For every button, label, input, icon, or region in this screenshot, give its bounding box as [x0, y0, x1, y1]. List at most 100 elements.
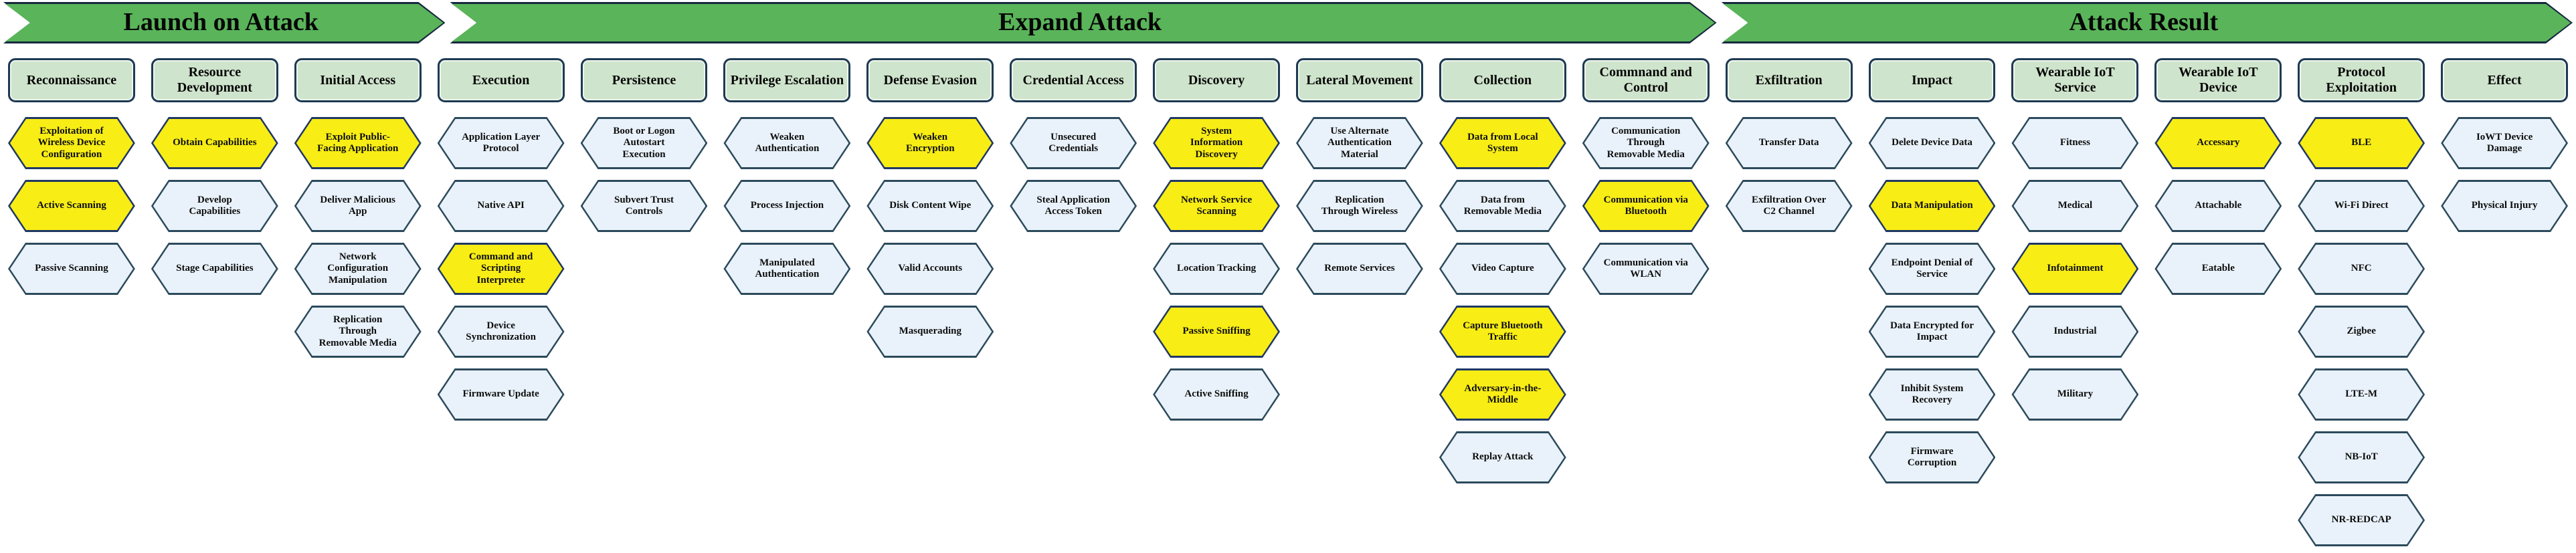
technique-list: Obtain Capabilities Develop Capabilities… — [151, 112, 278, 300]
technique-slot: Native API — [438, 175, 565, 237]
technique-label: Manipulated Authentication — [725, 245, 848, 293]
technique-exfiltration-over-c2-channel: Exfiltration Over C2 Channel — [1726, 180, 1853, 232]
technique-label: Unsecured Credentials — [1012, 119, 1135, 167]
technique-label: Weaken Encryption — [868, 119, 992, 167]
technique-slot: IoWT Device Damage — [2441, 112, 2568, 175]
tactic-header-reconnaissance: Reconnaissance — [8, 58, 135, 102]
technique-slot: Adversary-in-the-Middle — [1439, 363, 1566, 426]
technique-slot: Active Sniffing — [1153, 363, 1280, 426]
tactic-header-credential-access: Credential Access — [1010, 58, 1137, 102]
technique-label: LTE-M — [2300, 370, 2423, 419]
technique-label: NFC — [2300, 245, 2423, 293]
technique-slot: Boot or Logon Autostart Execution — [581, 112, 708, 175]
technique-passive-scanning: Passive Scanning — [8, 243, 135, 295]
technique-label: NB-IoT — [2300, 433, 2423, 481]
technique-nfc: NFC — [2298, 243, 2425, 295]
technique-label: NR-REDCAP — [2300, 496, 2423, 544]
technique-label: Process Injection — [725, 182, 848, 230]
technique-slot: Communication Through Removable Media — [1582, 112, 1710, 175]
technique-lte-m: LTE-M — [2298, 368, 2425, 421]
phase-banner-label: Launch on Attack — [123, 8, 318, 36]
technique-slot: Exploitation of Wireless Device Configur… — [8, 112, 135, 175]
technique-label: Communication via WLAN — [1584, 245, 1708, 293]
technique-slot: Physical Injury — [2441, 175, 2568, 237]
technique-label: Replay Attack — [1441, 433, 1564, 481]
technique-active-sniffing: Active Sniffing — [1153, 368, 1280, 421]
technique-list: Data from Local System Data from Removab… — [1439, 112, 1566, 489]
technique-medical: Medical — [2011, 180, 2138, 232]
technique-label: Military — [2013, 370, 2136, 419]
technique-video-capture: Video Capture — [1439, 243, 1566, 295]
technique-slot: Obtain Capabilities — [151, 112, 278, 175]
technique-label: Exfiltration Over C2 Channel — [1728, 182, 1851, 230]
technique-slot: Data from Removable Media — [1439, 175, 1566, 237]
technique-iowt-device-damage: IoWT Device Damage — [2441, 117, 2568, 169]
tactic-column-impact: Impact Delete Device Data Data Manipulat… — [1868, 43, 1996, 552]
technique-ble: BLE — [2298, 117, 2425, 169]
technique-slot: NB-IoT — [2298, 426, 2425, 489]
technique-capture-bluetooth-traffic: Capture Bluetooth Traffic — [1439, 306, 1566, 358]
technique-list: System Information Discovery Network Ser… — [1153, 112, 1280, 426]
technique-label: Valid Accounts — [868, 245, 992, 293]
phase-banner-attack-result: Attack Result — [1722, 2, 2573, 43]
technique-label: Device Synchronization — [440, 308, 563, 356]
tactic-header-wearable-iot-device: Wearable IoT Device — [2154, 58, 2282, 102]
technique-label: Data from Local System — [1441, 119, 1564, 167]
tactic-columns-row: Reconnaissance Exploitation of Wireless … — [0, 43, 2576, 552]
technique-list: IoWT Device Damage Physical Injury — [2441, 112, 2568, 237]
technique-delete-device-data: Delete Device Data — [1869, 117, 1996, 169]
technique-slot: Device Synchronization — [438, 300, 565, 363]
technique-data-manipulation: Data Manipulation — [1869, 180, 1996, 232]
technique-list: Weaken Encryption Disk Content Wipe Vali… — [866, 112, 994, 363]
technique-slot: Data from Local System — [1439, 112, 1566, 175]
tactic-header-discovery: Discovery — [1153, 58, 1281, 102]
tactic-header-persistence: Persistence — [580, 58, 708, 102]
technique-use-alternate-authentication-material: Use Alternate Authentication Material — [1296, 117, 1423, 169]
technique-slot: Communication via Bluetooth — [1582, 175, 1710, 237]
technique-slot: Military — [2011, 363, 2138, 426]
technique-slot: Steal Application Access Token — [1010, 175, 1137, 237]
tactic-column-initial-access: Initial Access Exploit Public-Facing App… — [294, 43, 422, 552]
tactic-column-resource-development: Resource Development Obtain Capabilities… — [151, 43, 278, 552]
technique-label: Zigbee — [2300, 308, 2423, 356]
technique-list: Application Layer Protocol Native API Co… — [438, 112, 565, 426]
technique-application-layer-protocol: Application Layer Protocol — [438, 117, 565, 169]
technique-label: Exploit Public-Facing Application — [296, 119, 420, 167]
technique-stage-capabilities: Stage Capabilities — [151, 243, 278, 295]
technique-label: Exploitation of Wireless Device Configur… — [10, 119, 133, 167]
technique-slot: Exfiltration Over C2 Channel — [1726, 175, 1853, 237]
tactic-column-discovery: Discovery System Information Discovery N… — [1153, 43, 1281, 552]
technique-label: Firmware Corruption — [1871, 433, 1994, 481]
technique-list: Use Alternate Authentication Material Re… — [1296, 112, 1423, 300]
technique-slot: Infotainment — [2011, 237, 2138, 300]
technique-slot: Firmware Update — [438, 363, 565, 426]
technique-communication-via-bluetooth: Communication via Bluetooth — [1582, 180, 1710, 232]
technique-label: Industrial — [2013, 308, 2136, 356]
technique-label: Eatable — [2156, 245, 2280, 293]
technique-label: Data from Removable Media — [1441, 182, 1564, 230]
tactic-header-execution: Execution — [437, 58, 565, 102]
technique-obtain-capabilities: Obtain Capabilities — [151, 117, 278, 169]
tactic-header-wearable-iot-service: Wearable IoT Service — [2011, 58, 2139, 102]
technique-slot: BLE — [2298, 112, 2425, 175]
technique-weaken-encryption: Weaken Encryption — [866, 117, 994, 169]
tactic-header-effect: Effect — [2441, 58, 2569, 102]
technique-slot: NFC — [2298, 237, 2425, 300]
technique-label: Infotainment — [2013, 245, 2136, 293]
technique-list: Accessary Attachable Eatable — [2154, 112, 2282, 300]
technique-communication-via-wlan: Communication via WLAN — [1582, 243, 1710, 295]
tactic-column-commnand-and-control: Commnand and Control Communication Throu… — [1582, 43, 1710, 552]
technique-label: Transfer Data — [1728, 119, 1851, 167]
tactic-column-wearable-iot-service: Wearable IoT Service Fitness Medical Inf… — [2011, 43, 2139, 552]
technique-label: Replication Through Removable Media — [296, 308, 420, 356]
technique-slot: LTE-M — [2298, 363, 2425, 426]
technique-label: Delete Device Data — [1871, 119, 1994, 167]
phase-banner-expand-attack: Expand Attack — [450, 2, 1716, 43]
technique-label: Disk Content Wipe — [868, 182, 992, 230]
technique-weaken-authentication: Weaken Authentication — [723, 117, 850, 169]
technique-active-scanning: Active Scanning — [8, 180, 135, 232]
technique-label: Application Layer Protocol — [440, 119, 563, 167]
technique-slot: NR-REDCAP — [2298, 489, 2425, 552]
technique-label: Active Sniffing — [1155, 370, 1278, 419]
technique-firmware-update: Firmware Update — [438, 368, 565, 421]
